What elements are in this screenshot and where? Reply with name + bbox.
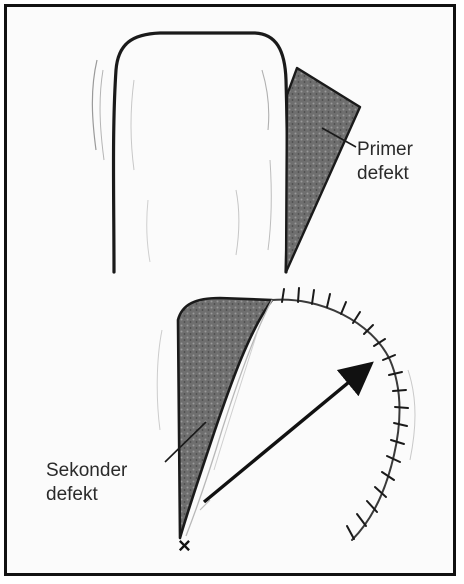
secondary-defect	[178, 298, 272, 538]
sekonder-defekt-label: Sekonder defekt	[46, 459, 127, 507]
suture-marks	[282, 288, 408, 539]
primer-defekt-label: Primer defekt	[357, 138, 413, 186]
sekonder-label-line2: defekt	[46, 483, 127, 507]
finger-before	[92, 33, 287, 272]
primer-label-line2: defekt	[357, 162, 413, 186]
primer-label-line1: Primer	[357, 138, 413, 162]
pivot-point-mark: ×	[178, 533, 191, 558]
sekonder-label-line1: Sekonder	[46, 459, 127, 483]
primary-defect	[286, 68, 360, 272]
